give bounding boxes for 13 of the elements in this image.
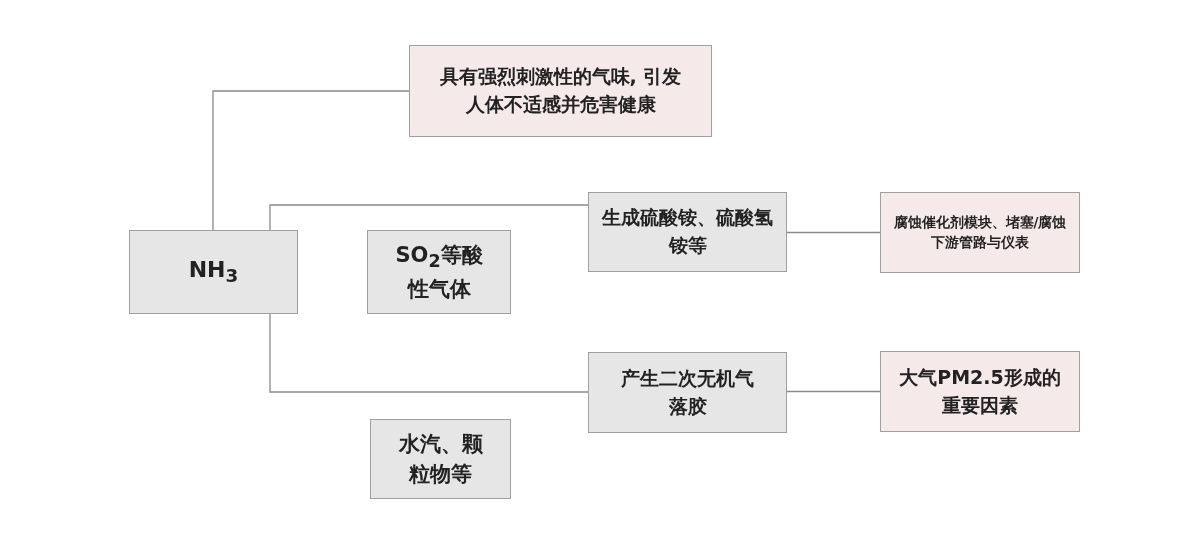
- effect-box: 具有强烈刺激性的气味, 引发人体不适感并危害健康: [409, 45, 712, 137]
- effect-box: 大气PM2.5形成的重要因素: [880, 351, 1080, 432]
- connector-line: [269, 313, 589, 393]
- product-box: 生成硫酸铵、硫酸氢铵等: [588, 192, 787, 272]
- connector-line: [786, 231, 881, 234]
- connector-line: [269, 204, 589, 231]
- connector-line: [212, 90, 410, 231]
- product-box: 产生二次无机气落胶: [588, 352, 787, 433]
- connector-line: [786, 390, 881, 393]
- effect-box: 腐蚀催化剂模块、堵塞/腐蚀下游管路与仪表: [880, 192, 1080, 273]
- chemical-box: NH$_{3}$: [129, 230, 298, 314]
- chemical-box: SO$_{2}$等酸性气体: [367, 230, 511, 314]
- chemical-box: 水汽、颗粒物等: [370, 419, 511, 499]
